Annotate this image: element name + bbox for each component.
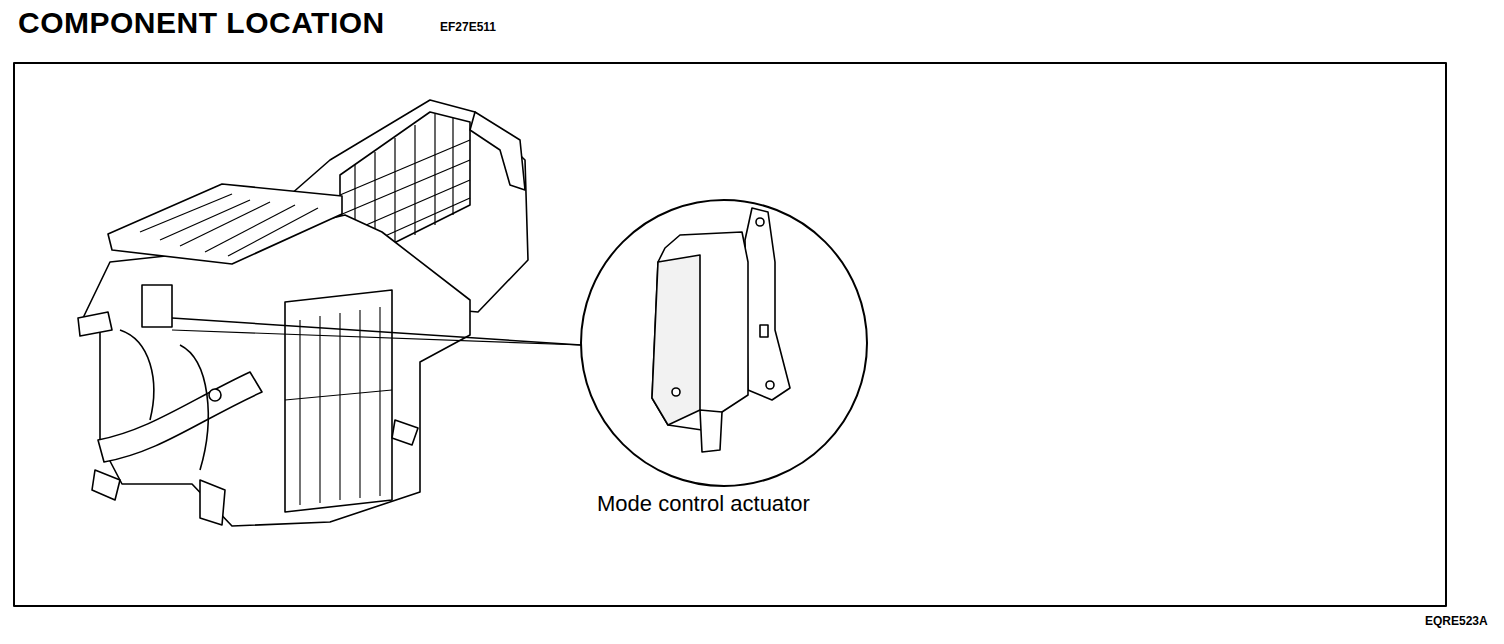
leg: [392, 420, 418, 445]
actuator-side: [652, 255, 700, 425]
connector: [700, 410, 722, 452]
leader-line: [172, 330, 581, 345]
figure-code: EF27E511: [440, 20, 496, 34]
case-front: [285, 290, 392, 512]
actuator-small: [142, 285, 172, 327]
pipe-end: [78, 312, 112, 336]
vent-plate: [108, 184, 342, 264]
detail-circle: [581, 200, 867, 486]
leg: [200, 480, 225, 525]
heater-unit: [14, 63, 1446, 606]
hose: [98, 372, 262, 462]
fitting: [209, 389, 221, 401]
main-housing: [82, 215, 470, 526]
vent-slats: [140, 194, 318, 256]
frame: [14, 63, 1446, 606]
part-label: Mode control actuator: [595, 491, 812, 517]
bracket: [470, 112, 525, 190]
tab: [760, 325, 768, 337]
leg: [92, 470, 120, 500]
pipe: [180, 345, 208, 470]
page-title: COMPONENT LOCATION: [18, 6, 385, 40]
hole: [672, 388, 680, 396]
leader-line: [172, 318, 581, 345]
hole: [756, 218, 764, 226]
actuator-detail: [652, 208, 790, 452]
figure-code: EQRE523A: [1425, 614, 1488, 628]
hole: [766, 381, 774, 389]
actuator-bracket: [745, 208, 790, 400]
pipe: [120, 330, 154, 420]
actuator-body: [652, 232, 748, 430]
